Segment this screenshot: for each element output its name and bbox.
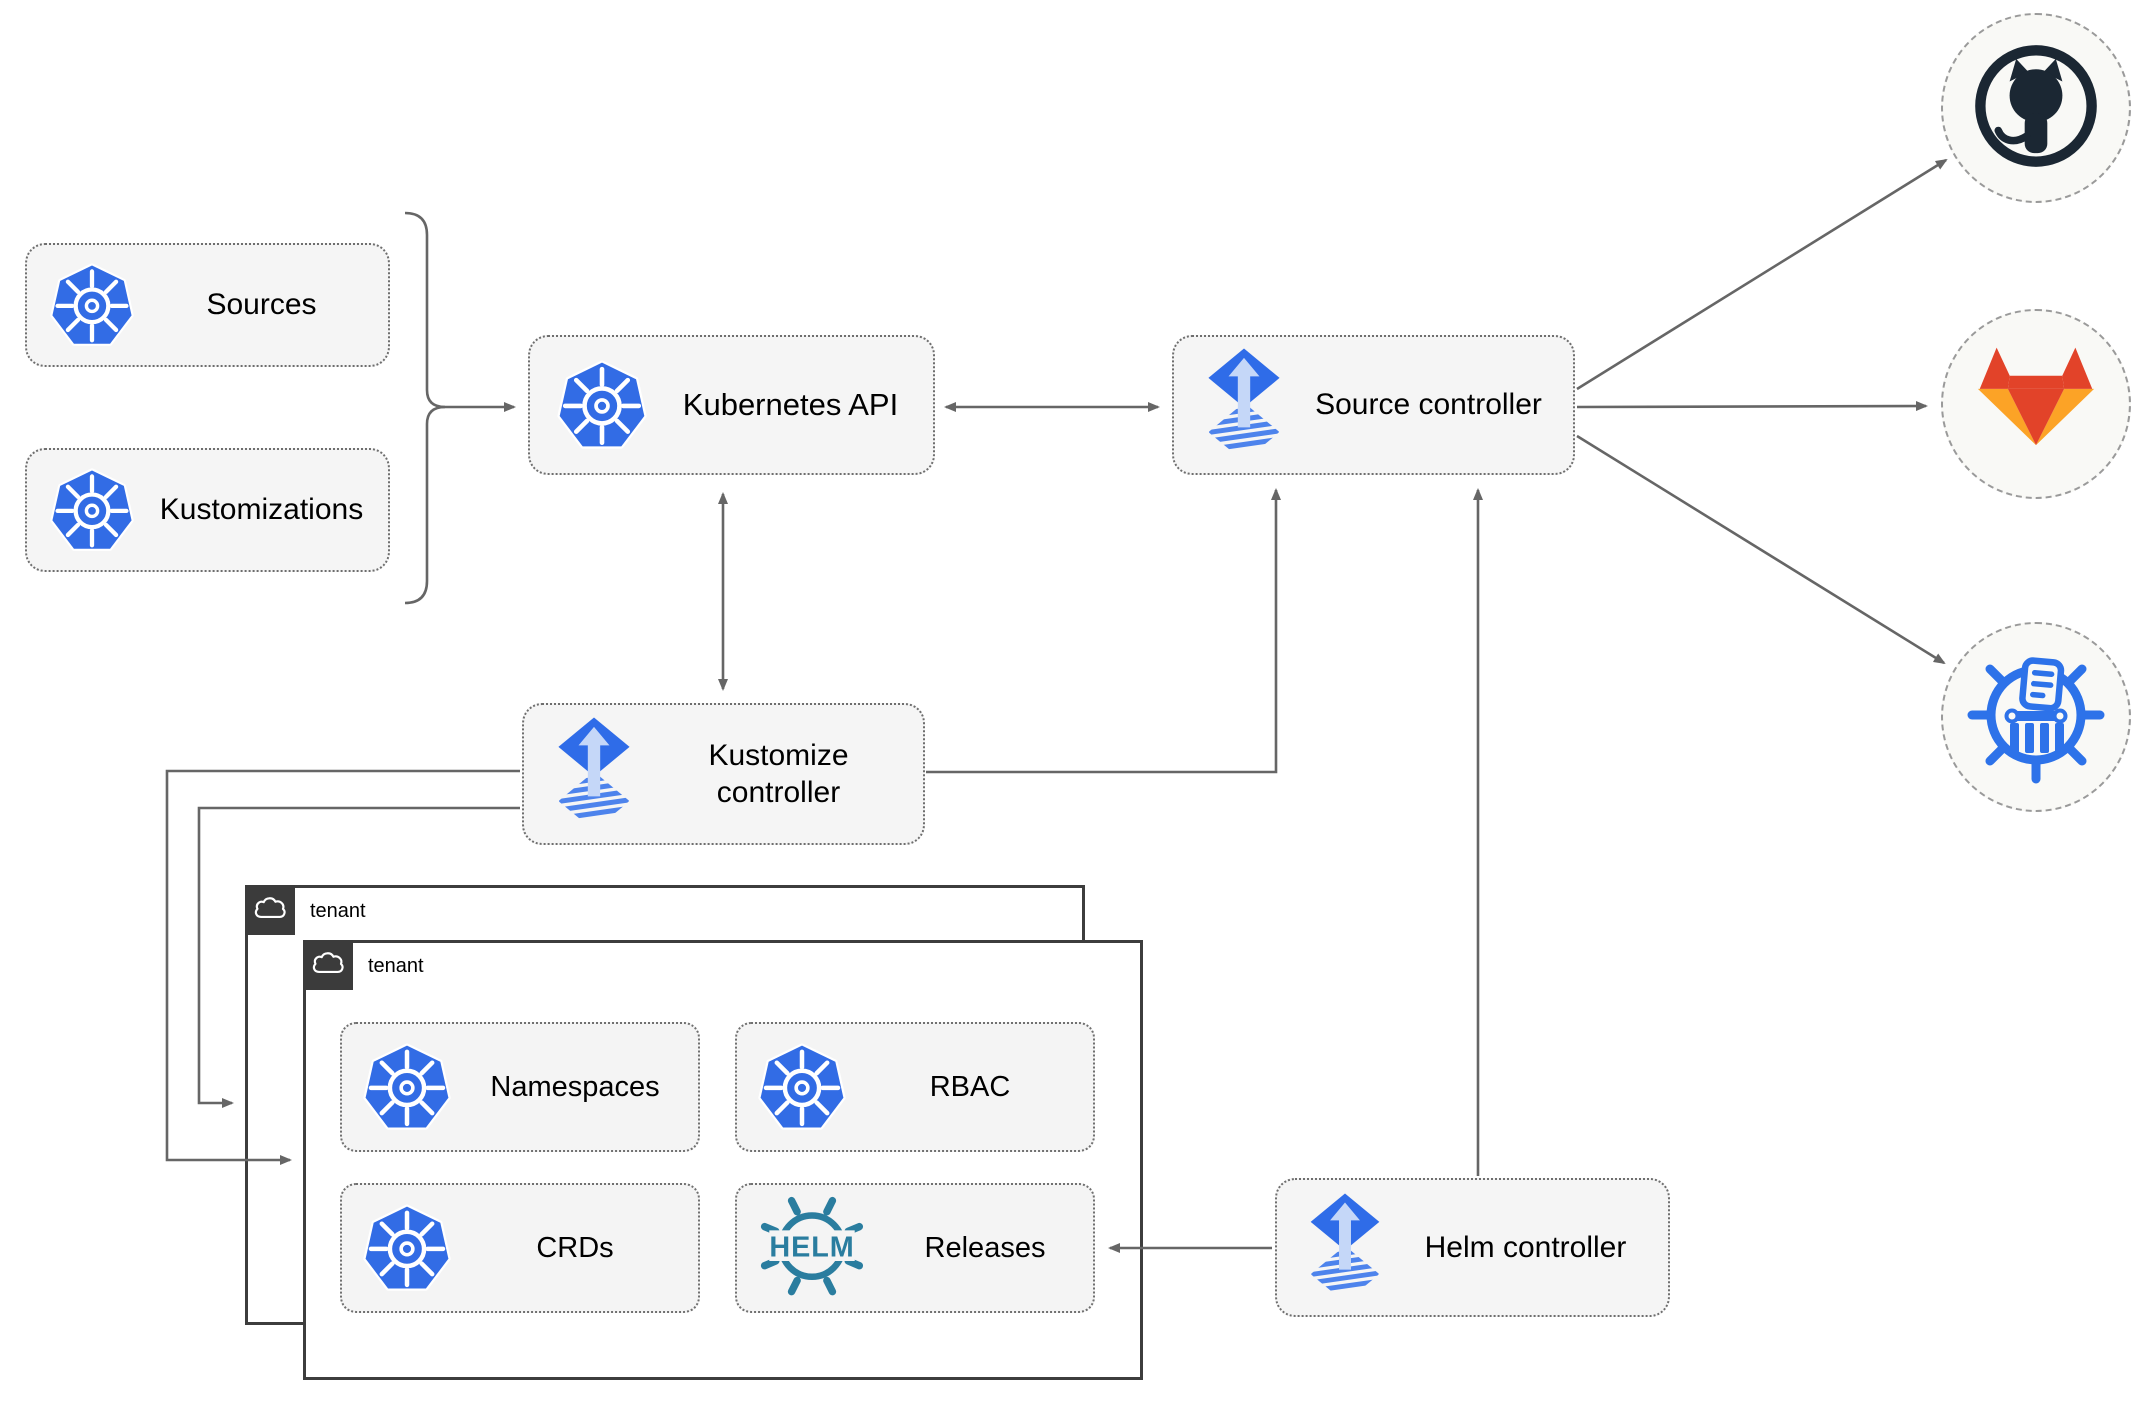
chartmuseum-endpoint xyxy=(1941,622,2131,812)
kubernetes-icon xyxy=(362,1203,452,1293)
kubernetes-icon xyxy=(757,1042,847,1132)
namespaces-label: Namespaces xyxy=(490,1070,660,1103)
chartmuseum-icon xyxy=(1966,645,2106,790)
tenant-header xyxy=(303,940,353,990)
namespaces-box: Namespaces xyxy=(340,1022,700,1152)
tenant-box-front: tenant xyxy=(303,940,1143,1380)
crds-label: CRDs xyxy=(536,1231,614,1264)
source-controller-box: Source controller xyxy=(1172,335,1575,475)
kubernetes-api-box: Kubernetes API xyxy=(528,335,935,475)
sources-box: Sources xyxy=(25,243,390,367)
kubernetes-icon xyxy=(362,1042,452,1132)
gitlab-endpoint xyxy=(1941,309,2131,499)
tenant-header xyxy=(245,885,295,935)
kubernetes-icon xyxy=(556,359,648,451)
arrow-source-github xyxy=(1576,158,1948,391)
kubernetes-icon xyxy=(49,467,135,553)
kustomizations-label: Kustomizations xyxy=(159,493,364,527)
arrow-source-chartmuseum xyxy=(1576,434,1946,665)
sources-label: Sources xyxy=(206,288,317,322)
kustomize-controller-box: Kustomize controller xyxy=(522,703,925,845)
arrow-kustomize-source xyxy=(926,488,1281,774)
helm-controller-label: Helm controller xyxy=(1424,1230,1627,1264)
cloud-icon xyxy=(253,893,287,928)
helm-icon: HELM xyxy=(747,1190,877,1306)
flux-icon xyxy=(1307,1192,1383,1304)
helm-controller-box: Helm controller xyxy=(1275,1178,1670,1317)
arrow-source-gitlab xyxy=(1576,401,1928,412)
tenant-label: tenant xyxy=(310,900,366,922)
github-icon xyxy=(1970,40,2102,177)
rbac-label: RBAC xyxy=(929,1070,1011,1103)
flux-icon xyxy=(1204,347,1284,463)
releases-label: Releases xyxy=(924,1231,1046,1264)
kustomizations-box: Kustomizations xyxy=(25,448,390,572)
cloud-icon xyxy=(311,948,345,983)
helm-wordmark: HELM xyxy=(769,1231,854,1263)
kubernetes-api-label: Kubernetes API xyxy=(682,386,899,422)
kustomize-controller-label: Kustomize controller xyxy=(708,738,849,810)
github-endpoint xyxy=(1941,13,2131,203)
flux-icon xyxy=(554,716,634,832)
tenant-label: tenant xyxy=(368,955,424,977)
rbac-box: RBAC xyxy=(735,1022,1095,1152)
source-controller-label: Source controller xyxy=(1315,388,1542,422)
crds-box: CRDs xyxy=(340,1183,700,1313)
kubernetes-icon xyxy=(49,262,135,348)
brace-sources-group xyxy=(404,211,446,605)
releases-box: HELM Releases xyxy=(735,1183,1095,1313)
gitlab-icon xyxy=(1961,334,2111,475)
